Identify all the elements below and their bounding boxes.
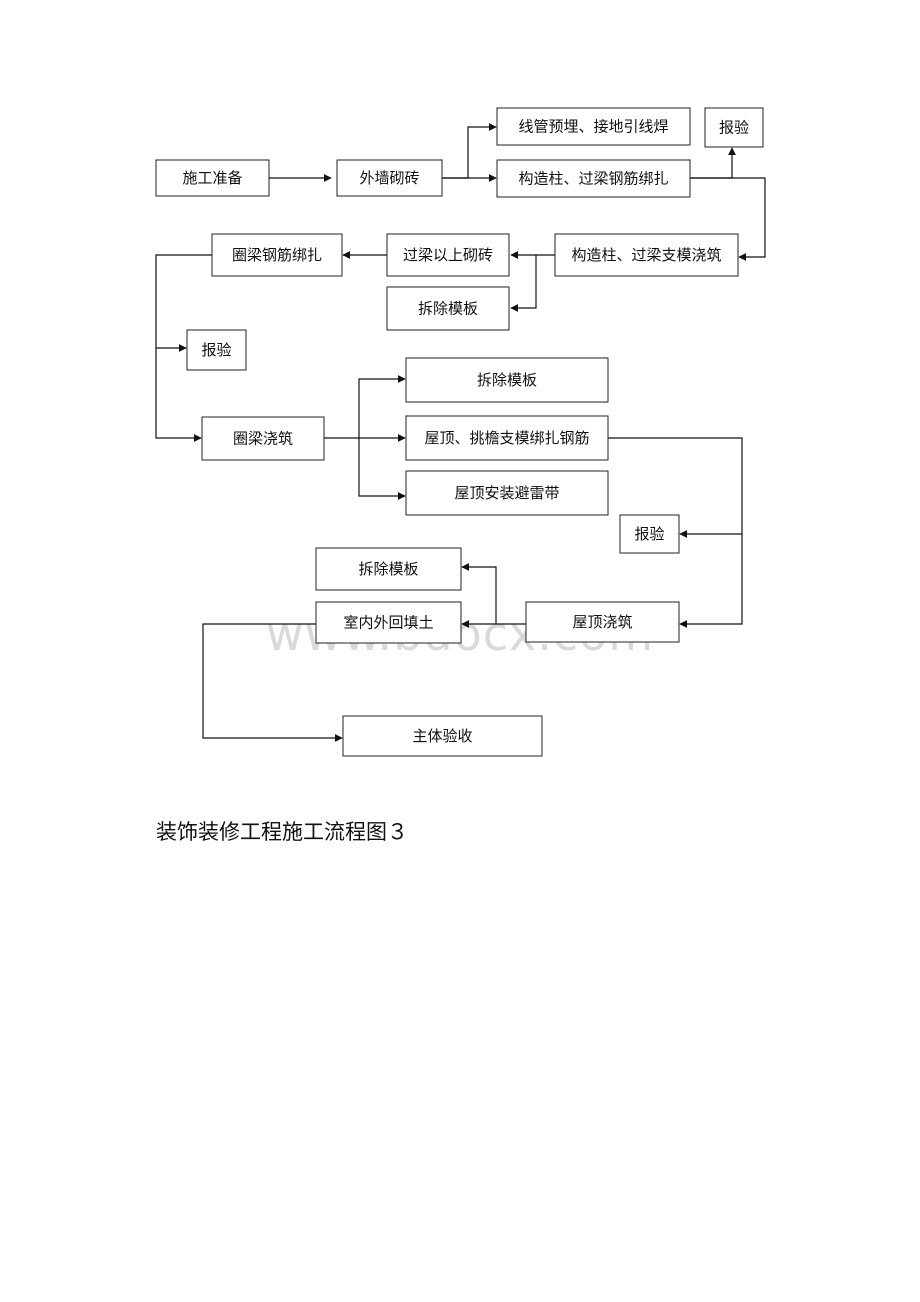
flow-node-n4: 构造柱、过梁钢筋绑扎 (496, 159, 691, 198)
flow-node-n9: 圈梁钢筋绑扎 (211, 233, 343, 277)
node-box (186, 329, 247, 371)
node-layer: 施工准备外墙砌砖线管预埋、接地引线焊构造柱、过梁钢筋绑扎报验构造柱、过梁支模浇筑… (155, 107, 764, 757)
node-label: 主体验收 (412, 727, 472, 745)
connector-arrow-n18-to-n17 (461, 563, 497, 624)
flow-node-n3: 线管预埋、接地引线焊 (496, 107, 691, 146)
node-label: 圈梁钢筋绑扎 (232, 246, 322, 264)
connector-arrow-n4-to-n5 (690, 147, 736, 179)
node-box (525, 601, 680, 643)
connector-arrow-n11-to-n13 (358, 375, 406, 438)
node-label: 报验 (201, 341, 231, 359)
flow-node-n12: 拆除模板 (405, 357, 609, 403)
connector-arrow-n17-to-n19 (202, 623, 343, 742)
flow-node-n6: 构造柱、过梁支模浇筑 (554, 233, 739, 277)
connector-layer (155, 123, 766, 742)
flow-node-n13: 屋顶、挑檐支模绑扎钢筋 (405, 415, 609, 461)
node-box (201, 416, 325, 461)
node-box (155, 159, 270, 197)
node-box (211, 233, 343, 277)
node-label: 屋顶浇筑 (572, 613, 632, 631)
flow-node-n2: 外墙砌砖 (336, 159, 443, 197)
connector-arrow-n4-to-n6 (690, 177, 766, 261)
connector-arrow-n2-to-n3 (442, 123, 497, 179)
flow-node-n11: 圈梁浇筑 (201, 416, 325, 461)
flow-node-n1: 施工准备 (155, 159, 270, 197)
flow-node-n16: 拆除模板 (315, 547, 462, 591)
node-label: 报验 (634, 525, 664, 543)
flow-node-n10: 报验 (186, 329, 247, 371)
node-label: 线管预埋、接地引线焊 (518, 118, 668, 136)
node-label: 拆除模板 (358, 560, 418, 578)
node-box (405, 415, 609, 461)
flow-node-n7: 过梁以上砌砖 (386, 233, 510, 277)
node-box (405, 470, 609, 516)
node-box (386, 233, 510, 277)
node-box (554, 233, 739, 277)
flow-node-n17: 室内外回填土 (315, 601, 462, 644)
connector-arrow-n6-to-n8 (510, 255, 537, 312)
connector-arrow-n11-to-n14 (358, 438, 406, 500)
node-label: 圈梁浇筑 (233, 430, 293, 448)
node-label: 报验 (719, 119, 749, 137)
node-box (315, 601, 462, 644)
flow-node-n14: 屋顶安装避雷带 (405, 470, 609, 516)
connector-arrow-n13-to-n15 (608, 437, 743, 538)
connector-arrow-n9-to-n11 (155, 348, 202, 442)
node-label: 过梁以上砌砖 (403, 246, 493, 264)
flow-node-n19: 主体验收 (342, 715, 543, 757)
diagram-caption: 装饰装修工程施工流程图３ (156, 820, 408, 844)
node-box (342, 715, 543, 757)
node-box (619, 514, 680, 554)
node-box (496, 159, 691, 198)
flow-node-n18: 屋顶浇筑 (525, 601, 680, 643)
node-label: 室内外回填土 (343, 614, 433, 632)
node-box (496, 107, 691, 146)
node-label: 施工准备 (182, 169, 242, 187)
node-label: 拆除模板 (418, 300, 478, 318)
node-box (704, 107, 764, 148)
node-label: 屋顶、挑檐支模绑扎钢筋 (424, 429, 589, 447)
node-box (336, 159, 443, 197)
node-label: 构造柱、过梁钢筋绑扎 (518, 170, 668, 188)
node-box (386, 286, 510, 331)
flow-node-n5: 报验 (704, 107, 764, 148)
node-label: 屋顶安装避雷带 (454, 484, 559, 502)
node-label: 外墙砌砖 (359, 169, 419, 187)
node-label: 拆除模板 (477, 371, 537, 389)
node-box (405, 357, 609, 403)
connector-arrow-n9-to-n10 (155, 254, 212, 352)
flow-node-n15: 报验 (619, 514, 680, 554)
flow-node-n8: 拆除模板 (386, 286, 510, 331)
connector-arrow-n13-to-n18 (679, 534, 743, 628)
node-label: 构造柱、过梁支模浇筑 (571, 246, 721, 264)
node-box (315, 547, 462, 591)
